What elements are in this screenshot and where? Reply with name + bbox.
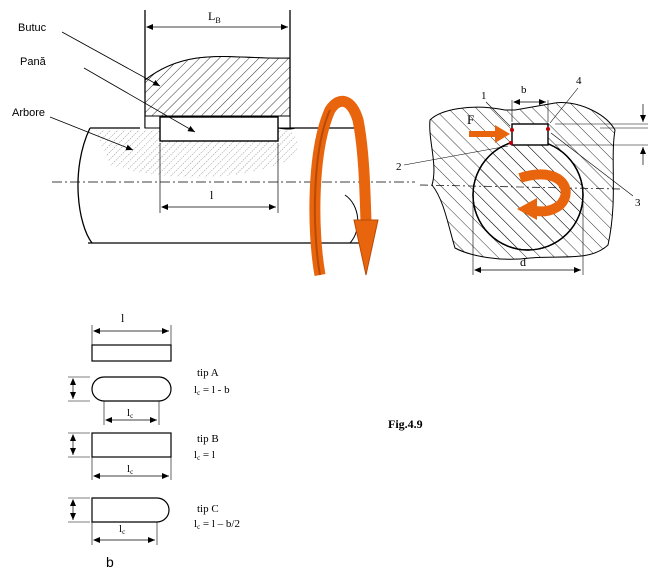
lb-label: LB	[208, 9, 221, 25]
type-c-lc-label: lc	[119, 523, 125, 536]
d-dim-label: d	[520, 255, 526, 269]
type-a-formula: lc = l - b	[194, 384, 230, 397]
key-plain	[91, 344, 172, 362]
callout-1: 1	[481, 90, 487, 102]
key-type-b	[91, 432, 172, 458]
callout-4: 4	[576, 75, 582, 87]
subfigure-b-label: b	[106, 554, 114, 570]
key-body	[159, 116, 279, 142]
type-a-lc-label: lc	[127, 407, 133, 420]
key-type-a	[91, 376, 172, 402]
key-type-c	[91, 497, 170, 523]
cross-section-view: F b d 1 4 2 3	[396, 75, 648, 275]
callout-2: 2	[396, 161, 402, 173]
rotation-arrow	[309, 95, 379, 276]
type-a-name: tip A	[197, 367, 219, 379]
shaft-label: Arbore	[12, 107, 45, 119]
callout-3: 3	[635, 197, 641, 209]
type-c-name: tip C	[197, 503, 219, 515]
hub-body	[144, 55, 291, 119]
type-b-lc-label: lc	[127, 463, 133, 476]
hub-hatch-top	[144, 56, 291, 118]
key-label: Pană	[20, 56, 47, 68]
key-types: l lc tip A lc = l - b lc tip B lc = l lc	[68, 311, 240, 570]
torque-arrow	[517, 169, 571, 220]
shaft-groove-hatch	[95, 130, 298, 178]
type-b-name: tip B	[197, 433, 219, 445]
figure-caption: Fig.4.9	[388, 417, 423, 431]
key-length-label: l	[210, 188, 214, 202]
b-dim-label: b	[521, 84, 527, 96]
force-label: F	[467, 112, 474, 127]
force-arrow	[469, 125, 510, 143]
type-b-formula: lc = l	[194, 449, 215, 462]
key-section	[511, 123, 549, 146]
longitudinal-view: LB l Butuc Pană Arbore	[12, 9, 415, 276]
type-c-formula: lc = l – b/2	[194, 518, 240, 531]
keys-length-label: l	[121, 311, 125, 325]
hub-label: Butuc	[18, 22, 47, 34]
